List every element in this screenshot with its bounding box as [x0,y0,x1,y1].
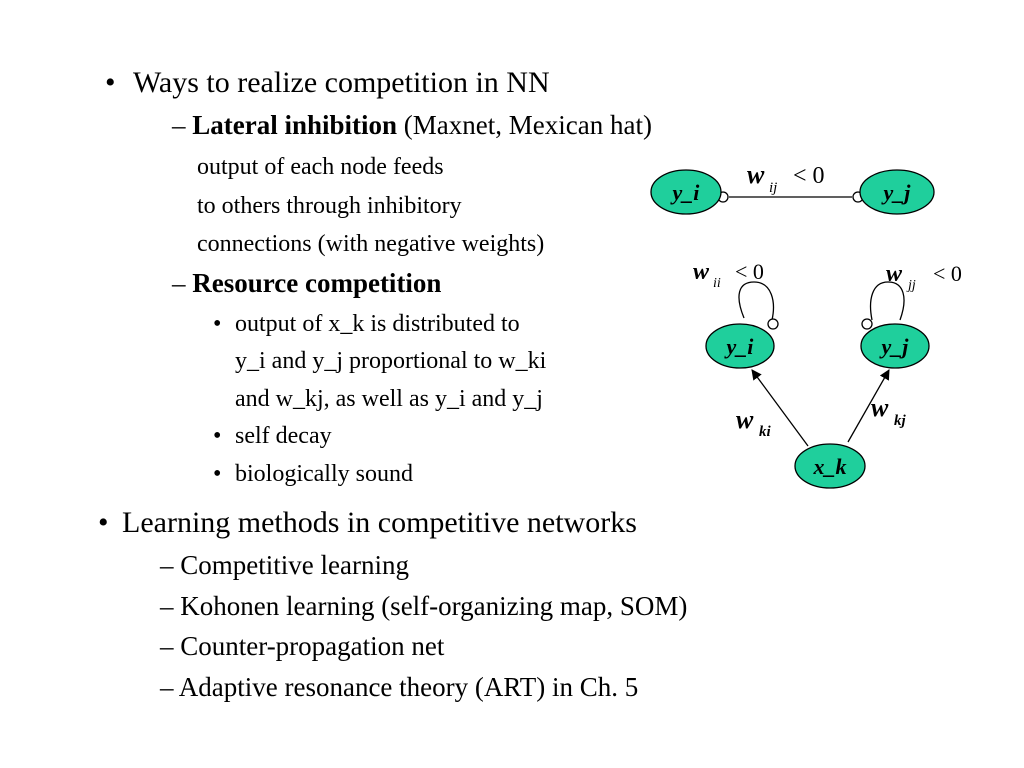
node-label: y_j [881,180,912,205]
lateral-desc-line: output of each node feeds [197,154,444,180]
node-mid-yi: y_i [705,323,775,369]
lateral-desc-line: connections (with negative weights) [197,231,545,257]
inhibitory-terminal [861,318,873,330]
node-label: y_i [724,334,755,359]
weight-symbol: w [736,405,754,434]
resource-item-line: y_i and y_j proportional to w_ki [235,348,547,374]
weight-symbol: w [747,160,765,189]
learning-method-item: – Kohonen learning (self-organizing map,… [160,591,688,621]
weight-symbol: w [886,261,903,287]
resource-item-line: and w_kj, as well as y_i and y_j [235,386,543,412]
weight-relation: < 0 [933,261,962,286]
node-label: x_k [813,454,847,479]
weight-subscript: ki [759,424,772,440]
node-shape [859,169,935,215]
weight-subscript: jj [906,278,916,293]
weight-symbol: w [871,393,889,422]
node-xk: x_k [794,443,866,489]
node-shape [705,323,775,369]
weight-relation: < 0 [793,163,825,189]
lateral-inhibition-heading: – Lateral inhibition (Maxnet, Mexican ha… [172,110,652,141]
resource-item-line: biologically sound [235,461,413,487]
learning-method-item: – Competitive learning [160,550,409,580]
lateral-inhibition-examples: (Maxnet, Mexican hat) [403,110,652,140]
self-loop-jj [869,281,905,321]
resource-item-line: output of x_k is distributed to [235,311,520,337]
node-label: y_j [879,334,910,359]
bullet-marker: • [213,311,222,337]
arrow-xk-to-yj [847,369,890,443]
dash-marker: – [172,268,186,298]
learning-method-item: – Counter-propagation net [160,631,445,661]
node-shape [794,443,866,489]
node-top-yj: y_j [859,169,935,215]
section2-title: Learning methods in competitive networks [122,506,637,539]
section1-title: Ways to realize competition in NN [133,66,550,99]
bullet-marker: • [98,506,109,539]
inhibitory-terminal [767,318,779,330]
node-shape [650,169,722,215]
bullet-marker: • [105,66,116,99]
weight-relation: < 0 [735,259,764,284]
learning-method-item: – Adaptive resonance theory (ART) in Ch.… [160,672,639,702]
node-label: y_i [670,180,701,205]
weight-subscript: kj [894,413,907,429]
resource-item-line: self decay [235,423,332,449]
bullet-marker: • [213,461,222,487]
dash-marker: – [172,110,186,140]
weight-subscript: ii [713,276,721,291]
arrow-xk-to-yi [751,369,809,447]
bullet-marker: • [213,423,222,449]
self-loop-ii [738,281,775,321]
lateral-inhibition-label: Lateral inhibition [192,110,398,140]
resource-competition-heading: – Resource competition [172,268,441,299]
lateral-desc-line: to others through inhibitory [197,193,462,219]
resource-competition-label: Resource competition [192,268,442,298]
weight-symbol: w [693,259,710,285]
node-shape [860,323,930,369]
weight-subscript: ij [769,180,777,196]
node-mid-yj: y_j [860,323,930,369]
node-top-yi: y_i [650,169,722,215]
